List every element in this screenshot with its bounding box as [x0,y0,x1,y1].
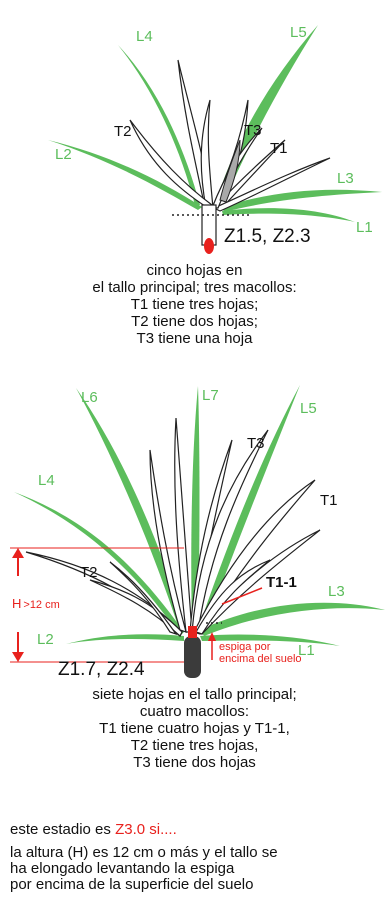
stage1-label-t2: T2 [114,123,132,140]
stage1-caption: cinco hojas en el tallo principal; tres … [0,262,389,347]
leaf-l2-shape [66,634,184,644]
stage1-plant-diagram: L4 L5 L2 L3 L1 T2 T3 T1 Z1.5, Z2.3 [0,0,389,300]
stage1-label-l2: L2 [55,146,72,163]
stage1-label-l4: L4 [136,28,153,45]
stage2-caption-line: cuatro macollos: [0,703,389,720]
stage2-label-l7: L7 [202,387,219,404]
tiller-leaves [26,418,320,636]
stage2-label-l3: L3 [328,583,345,600]
stage2-caption-line: T3 tiene dos hojas [0,754,389,771]
stage1-label-t1: T1 [270,140,288,157]
stage2-label-t3: T3 [247,435,265,452]
stage2-caption-line: T1 tiene cuatro hojas y T1-1, [0,720,389,737]
stage1-spike [204,238,214,254]
stage2-label-l5: L5 [300,400,317,417]
footer-line: ha elongado levantando la espiga [10,861,385,877]
stage1-caption-line: T1 tiene tres hojas; [0,296,389,313]
leaf-l1-shape [222,208,355,222]
spike-note: espiga por encima del suelo [219,641,302,665]
stage1-label-t3: T3 [244,122,262,139]
footer-line: la altura (H) es 12 cm o más y el tallo … [10,845,385,861]
stage1-caption-line: T2 tiene dos hojas; [0,313,389,330]
footer-line: por encima de la superficie del suelo [10,877,385,893]
stage2-caption-line: siete hojas en el tallo principal; [0,686,389,703]
footer-intro: este estadio es Z3.0 si.... [10,822,385,838]
stage2-label-l4: L4 [38,472,55,489]
stage1-caption-line: el tallo principal; tres macollos: [0,279,389,296]
stage1-label-l3: L3 [337,170,354,187]
stage2-spike [188,626,197,638]
stage2-stem [184,636,201,678]
stage1-label-l5: L5 [290,24,307,41]
stage1-caption-line: cinco hojas en [0,262,389,279]
height-arrow-up-head [12,548,24,558]
stage2-label-l1: L1 [298,642,315,659]
stage2-zadoks-code: Z1.7, Z2.4 [58,659,145,680]
footer-stage: Z3.0 si.... [115,821,177,838]
stage2-caption-line: T2 tiene tres hojas, [0,737,389,754]
stage2-label-t1: T1 [320,492,338,509]
stage2-plant-diagram: H>12 cm espiga por encima del suelo L6 L… [0,340,389,680]
height-arrow-down-head [12,652,24,662]
stage2-label-l2: L2 [37,631,54,648]
stage2-label-l6: L6 [81,389,98,406]
stage2-label-t2: T2 [80,564,98,581]
stage1-label-l1: L1 [356,219,373,236]
stage2-label-t1-1: T1-1 [266,574,297,591]
height-label: H>12 cm [12,596,60,611]
footer-note: este estadio es Z3.0 si.... la altura (H… [10,822,385,893]
stage1-zadoks-code: Z1.5, Z2.3 [224,226,311,247]
stage2-caption: siete hojas en el tallo principal; cuatr… [0,686,389,771]
